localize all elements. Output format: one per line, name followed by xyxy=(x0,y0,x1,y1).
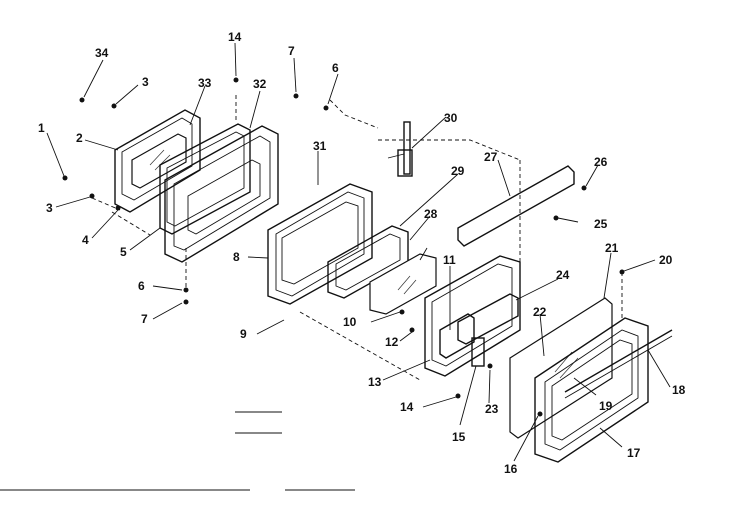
callout-4: 4 xyxy=(82,233,89,247)
callout-32: 32 xyxy=(253,77,267,91)
callout-14a: 14 xyxy=(228,30,242,44)
callout-25: 25 xyxy=(594,217,608,231)
callout-21: 21 xyxy=(605,241,619,255)
callout-17: 17 xyxy=(627,446,641,460)
alignment-lines xyxy=(91,95,623,381)
callout-7a: 7 xyxy=(288,44,295,58)
callout-22: 22 xyxy=(533,305,547,319)
leader-lines xyxy=(46,42,671,462)
callout-6b: 6 xyxy=(332,61,339,75)
door-hinge xyxy=(387,121,413,177)
callout-1: 1 xyxy=(38,121,45,135)
callout-20: 20 xyxy=(659,253,673,267)
callout-31: 31 xyxy=(313,139,327,153)
callout-6a: 6 xyxy=(138,279,145,293)
callout-19: 19 xyxy=(599,399,613,413)
callout-34: 34 xyxy=(95,46,109,60)
callout-2: 2 xyxy=(76,131,83,145)
callout-24: 24 xyxy=(556,268,570,282)
inner-door-frame xyxy=(164,125,279,263)
inner-door-panel xyxy=(424,255,521,377)
callout-7b: 7 xyxy=(141,312,148,326)
callout-labels: 1 2 3 3 4 5 6 6 7 7 8 9 10 11 12 13 14 1… xyxy=(38,30,686,476)
callout-16: 16 xyxy=(504,462,518,476)
door-liner-panel xyxy=(267,183,373,305)
callout-8: 8 xyxy=(233,250,240,264)
callout-9: 9 xyxy=(240,327,247,341)
callout-28: 28 xyxy=(424,207,438,221)
reference-marks xyxy=(0,411,355,491)
callout-11: 11 xyxy=(443,253,456,267)
door-latch-assembly xyxy=(439,293,519,367)
callout-5: 5 xyxy=(120,245,127,259)
inner-glass xyxy=(369,253,437,315)
callout-26: 26 xyxy=(594,155,608,169)
callout-33: 33 xyxy=(198,76,212,90)
callout-14b: 14 xyxy=(400,400,414,414)
screw-hardware xyxy=(62,77,625,417)
callout-10: 10 xyxy=(343,315,357,329)
outer-door-frame xyxy=(534,317,649,463)
callout-3a: 3 xyxy=(142,75,149,89)
door-handle xyxy=(564,329,673,399)
callout-18: 18 xyxy=(672,383,686,397)
callout-13: 13 xyxy=(368,375,382,389)
callout-29: 29 xyxy=(451,164,465,178)
callout-3b: 3 xyxy=(46,201,53,215)
callout-27: 27 xyxy=(484,150,498,164)
outer-door-panel xyxy=(114,109,201,213)
vent-plate xyxy=(457,165,575,247)
callout-23: 23 xyxy=(485,402,499,416)
callout-12: 12 xyxy=(385,335,399,349)
callout-30: 30 xyxy=(444,111,458,125)
callout-15: 15 xyxy=(452,430,466,444)
